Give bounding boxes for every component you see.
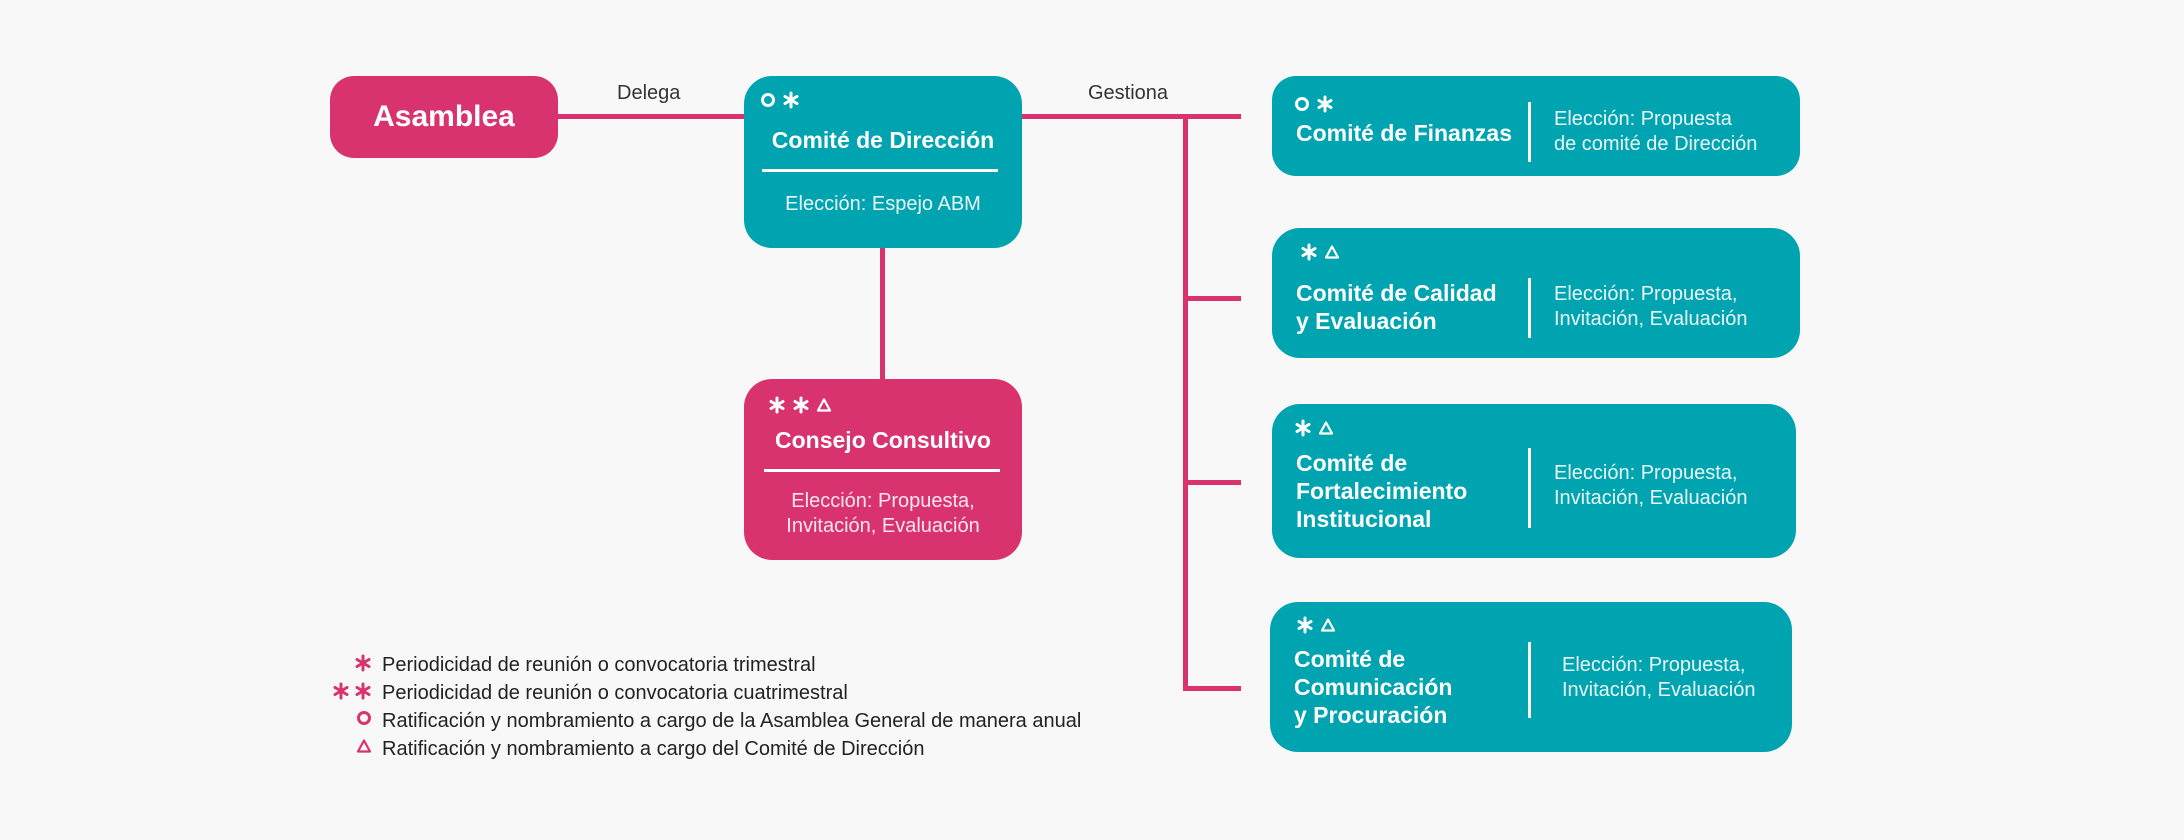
title-line: Institucional (1296, 506, 1432, 532)
node-comite-comunicacion-election: Elección: Propuesta, Invitación, Evaluac… (1562, 652, 1755, 704)
node-divider (1528, 102, 1531, 162)
asterisk-icon (355, 654, 371, 672)
election-line: Invitación, Evaluación (786, 515, 980, 537)
connector-branch-fortalecimiento (1183, 480, 1241, 485)
asterisk-icon (333, 682, 349, 700)
asterisk-icon (783, 91, 799, 109)
triangle-icon (1320, 618, 1336, 632)
legend-text: Periodicidad de reunión o convocatoria t… (382, 654, 816, 676)
node-comite-comunicacion: Comité de Comunicación y Procuración Ele… (1270, 602, 1792, 752)
legend-text: Ratificación y nombramiento a cargo del … (382, 738, 925, 760)
edge-label-gestiona: Gestiona (1088, 82, 1169, 104)
node-comite-finanzas-title: Comité de Finanzas (1296, 116, 1512, 150)
node-divider (764, 469, 1000, 472)
symbol-group (1294, 419, 1334, 437)
legend-text: Periodicidad de reunión o convocatoria c… (382, 682, 848, 704)
symbol-group (1294, 95, 1334, 113)
symbol-group (354, 654, 372, 672)
asterisk-icon (769, 396, 785, 414)
asterisk-icon (1295, 419, 1311, 437)
node-consejo-consultivo: Consejo Consultivo Elección: Propuesta, … (744, 379, 1022, 560)
node-comite-calidad-title: Comité de Calidad y Evaluación (1296, 278, 1497, 336)
circle-icon (1295, 97, 1309, 111)
node-comite-comunicacion-title: Comité de Comunicación y Procuración (1294, 644, 1452, 730)
connector-branch-calidad (1183, 296, 1241, 301)
election-line: Invitación, Evaluación (1554, 308, 1748, 330)
title-line: Comité de (1296, 450, 1408, 476)
election-line: Invitación, Evaluación (1554, 487, 1748, 509)
edge-label-delega: Delega (617, 82, 681, 104)
node-comite-direccion: Comité de Dirección Elección: Espejo ABM (744, 76, 1022, 248)
node-divider (1528, 642, 1531, 718)
node-comite-direccion-title: Comité de Dirección (771, 127, 995, 153)
election-line: Elección: Propuesta (1554, 108, 1732, 130)
node-comite-finanzas: Comité de Finanzas Elección: Propuesta d… (1272, 76, 1800, 176)
node-comite-fortalecimiento-title: Comité de Fortalecimiento Institucional (1296, 448, 1467, 534)
symbol-group (1300, 243, 1340, 261)
title-line: Comunicación (1294, 674, 1453, 700)
circle-icon (357, 711, 371, 725)
circle-icon (761, 93, 775, 107)
symbol-group (760, 91, 800, 109)
node-comite-finanzas-election: Elección: Propuesta de comité de Direcci… (1554, 106, 1757, 158)
title-line: Fortalecimiento (1296, 478, 1468, 504)
node-consejo-consultivo-title: Consejo Consultivo (775, 427, 991, 453)
asterisk-icon (1317, 95, 1333, 113)
connector-direccion-gestiona (1021, 114, 1241, 119)
connector-trunk-vertical (1183, 114, 1188, 691)
election-line: Elección: Propuesta, (1562, 654, 1746, 676)
node-comite-calidad-election: Elección: Propuesta, Invitación, Evaluac… (1554, 281, 1747, 333)
node-divider (1528, 278, 1531, 338)
node-comite-direccion-election: Elección: Espejo ABM (785, 193, 981, 215)
node-asamblea: Asamblea (330, 76, 558, 158)
title-line: y Procuración (1294, 702, 1448, 728)
symbol-group (1296, 616, 1336, 634)
asterisk-icon (355, 682, 371, 700)
triangle-icon (816, 398, 832, 412)
election-line: de comité de Dirección (1554, 133, 1758, 155)
election-line: Elección: Propuesta, (1554, 462, 1738, 484)
legend: Periodicidad de reunión o convocatoria t… (330, 652, 1230, 764)
legend-item: Periodicidad de reunión o convocatoria t… (330, 652, 1230, 680)
asterisk-icon (1297, 616, 1313, 634)
asterisk-icon (793, 396, 809, 414)
node-comite-calidad: Comité de Calidad y Evaluación Elección:… (1272, 228, 1800, 358)
symbol-group (356, 738, 372, 754)
connector-asamblea-direccion (556, 114, 746, 119)
symbol-group (356, 710, 372, 726)
triangle-icon (356, 739, 372, 753)
node-comite-fortalecimiento-election: Elección: Propuesta, Invitación, Evaluac… (1554, 460, 1747, 512)
title-line: Comité de Finanzas (1296, 120, 1512, 146)
node-consejo-consultivo-election: Elección: Propuesta, Invitación, Evaluac… (744, 489, 1022, 539)
node-asamblea-title: Asamblea (373, 100, 515, 133)
election-line: Elección: Propuesta, (791, 490, 975, 512)
connector-branch-comunicacion (1183, 686, 1241, 691)
election-line: Invitación, Evaluación (1562, 679, 1756, 701)
node-divider (762, 169, 998, 172)
node-divider (1528, 448, 1531, 528)
node-comite-fortalecimiento: Comité de Fortalecimiento Institucional … (1272, 404, 1796, 558)
asterisk-icon (1301, 243, 1317, 261)
title-line: Comité de Calidad (1296, 280, 1497, 306)
symbol-group (332, 682, 372, 700)
triangle-icon (1318, 421, 1334, 435)
title-line: y Evaluación (1296, 308, 1437, 334)
legend-text: Ratificación y nombramiento a cargo de l… (382, 710, 1082, 732)
symbol-group (768, 396, 832, 414)
title-line: Comité de (1294, 646, 1406, 672)
legend-item: Ratificación y nombramiento a cargo del … (330, 736, 1230, 764)
legend-item: Ratificación y nombramiento a cargo de l… (330, 708, 1230, 736)
election-line: Elección: Propuesta, (1554, 283, 1738, 305)
connector-direccion-consejo (880, 246, 885, 380)
triangle-icon (1324, 245, 1340, 259)
legend-item: Periodicidad de reunión o convocatoria c… (330, 680, 1230, 708)
